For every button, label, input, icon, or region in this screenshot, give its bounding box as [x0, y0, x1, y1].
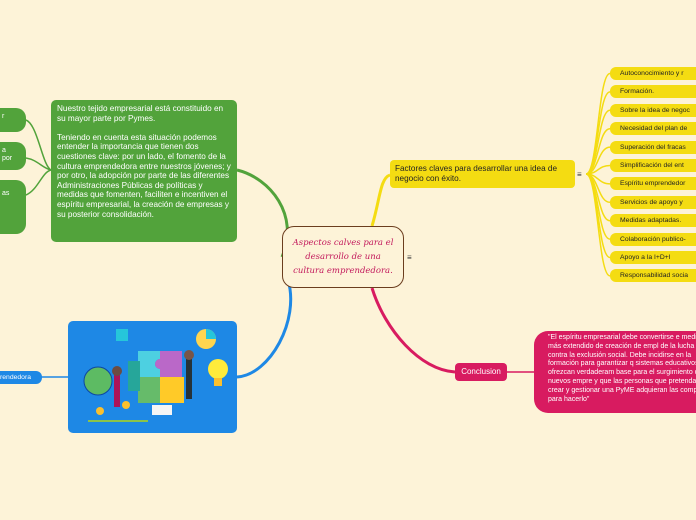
- factor-item[interactable]: Responsabilidad socia: [610, 269, 696, 282]
- green-subtopic-2[interactable]: a por: [0, 142, 26, 170]
- factor-item[interactable]: Medidas adaptadas.: [610, 214, 696, 227]
- factor-item[interactable]: Apoyo a la I+D+I: [610, 251, 696, 264]
- factor-item[interactable]: Sobre la idea de negoc: [610, 104, 696, 117]
- blue-subtopic[interactable]: rendedora: [0, 371, 42, 384]
- factor-item[interactable]: Autoconocimiento y r: [610, 67, 696, 80]
- factor-item[interactable]: Necesidad del plan de: [610, 122, 696, 135]
- factor-item[interactable]: Espíritu emprendedor: [610, 177, 696, 190]
- conclusion-topic[interactable]: Conclusion: [455, 363, 507, 381]
- conclusion-quote[interactable]: "El espíritu empresarial debe convertirs…: [534, 331, 696, 413]
- factor-item[interactable]: Servicios de apoyo y: [610, 196, 696, 209]
- central-topic-label: Aspectos calves para el desarrollo de un…: [291, 236, 395, 278]
- menu-icon[interactable]: ≡: [577, 171, 582, 179]
- green-subtopic-3[interactable]: as: [0, 180, 26, 234]
- factores-topic[interactable]: Factores claves para desarrollar una ide…: [390, 160, 575, 188]
- puzzle-illustration: [68, 321, 237, 433]
- factor-item[interactable]: Superación del fracas: [610, 141, 696, 154]
- green-subtopic-1[interactable]: r: [0, 108, 26, 132]
- intro-topic[interactable]: Nuestro tejido empresarial está constitu…: [51, 100, 237, 242]
- factor-item[interactable]: Colaboración publico-: [610, 233, 696, 246]
- menu-icon[interactable]: ≡: [407, 254, 412, 262]
- central-topic[interactable]: Aspectos calves para el desarrollo de un…: [282, 226, 404, 288]
- factor-item[interactable]: Simplificación del ent: [610, 159, 696, 172]
- factor-item[interactable]: Formación.: [610, 85, 696, 98]
